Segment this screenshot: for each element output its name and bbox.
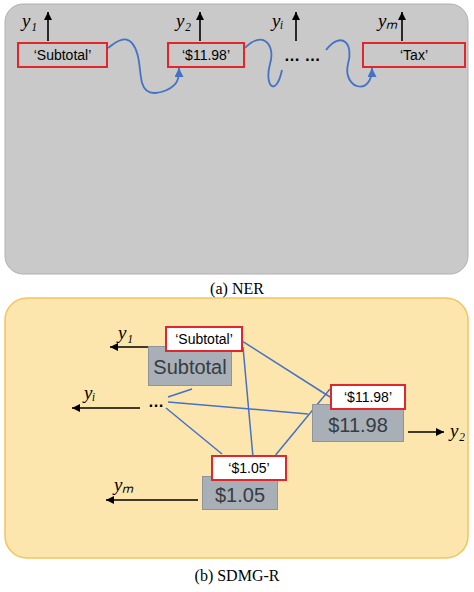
output-label: yₘ bbox=[114, 474, 134, 496]
output-label: yₘ bbox=[378, 10, 398, 32]
text-crop: Subtotal bbox=[148, 346, 232, 386]
token-box: ‘Subtotal’ bbox=[17, 42, 108, 68]
graph-link bbox=[243, 342, 330, 397]
output-arrow bbox=[72, 407, 140, 409]
output-label: y₁ bbox=[118, 322, 133, 344]
output-label: yᵢ bbox=[84, 382, 95, 404]
output-arrow bbox=[110, 346, 148, 348]
ellipsis: … bbox=[148, 392, 164, 412]
output-label: y₂ bbox=[176, 10, 191, 32]
graph-link bbox=[168, 389, 192, 397]
sequence-link bbox=[245, 40, 282, 87]
output-arrow bbox=[408, 431, 444, 433]
subfigure-caption: (a) NER bbox=[210, 279, 264, 299]
ellipsis: … … bbox=[284, 46, 320, 66]
token-text: ‘$1.05’ bbox=[219, 458, 279, 478]
graph-link bbox=[243, 347, 253, 455]
token-text: ‘Tax’ bbox=[370, 45, 458, 65]
token-text: ‘$11.98’ bbox=[175, 45, 237, 65]
panel-sdmg bbox=[5, 298, 468, 558]
token-box: ‘$11.98’ bbox=[167, 42, 245, 68]
subfigure-caption: (b) SDMG-R bbox=[195, 566, 280, 586]
token-text: ‘Subtotal’ bbox=[173, 329, 235, 349]
output-label: yᵢ bbox=[272, 10, 283, 32]
graph-link bbox=[168, 402, 308, 414]
output-arrow bbox=[199, 12, 201, 41]
token-box: ‘$1.05’ bbox=[211, 455, 287, 481]
token-box: ‘Tax’ bbox=[362, 42, 466, 68]
token-box: ‘Subtotal’ bbox=[165, 326, 243, 352]
output-arrow bbox=[295, 12, 297, 41]
token-box: ‘$11.98’ bbox=[330, 384, 406, 410]
output-arrow bbox=[106, 499, 198, 501]
text-crop: $1.05 bbox=[202, 476, 278, 510]
panel-ner bbox=[5, 4, 468, 274]
graph-link bbox=[166, 408, 222, 454]
output-arrow bbox=[401, 12, 403, 41]
output-arrow bbox=[47, 12, 49, 41]
output-label: y₁ bbox=[22, 10, 37, 32]
token-text: ‘Subtotal’ bbox=[25, 45, 100, 65]
output-label: y₂ bbox=[450, 420, 465, 442]
token-text: ‘$11.98’ bbox=[338, 387, 398, 407]
